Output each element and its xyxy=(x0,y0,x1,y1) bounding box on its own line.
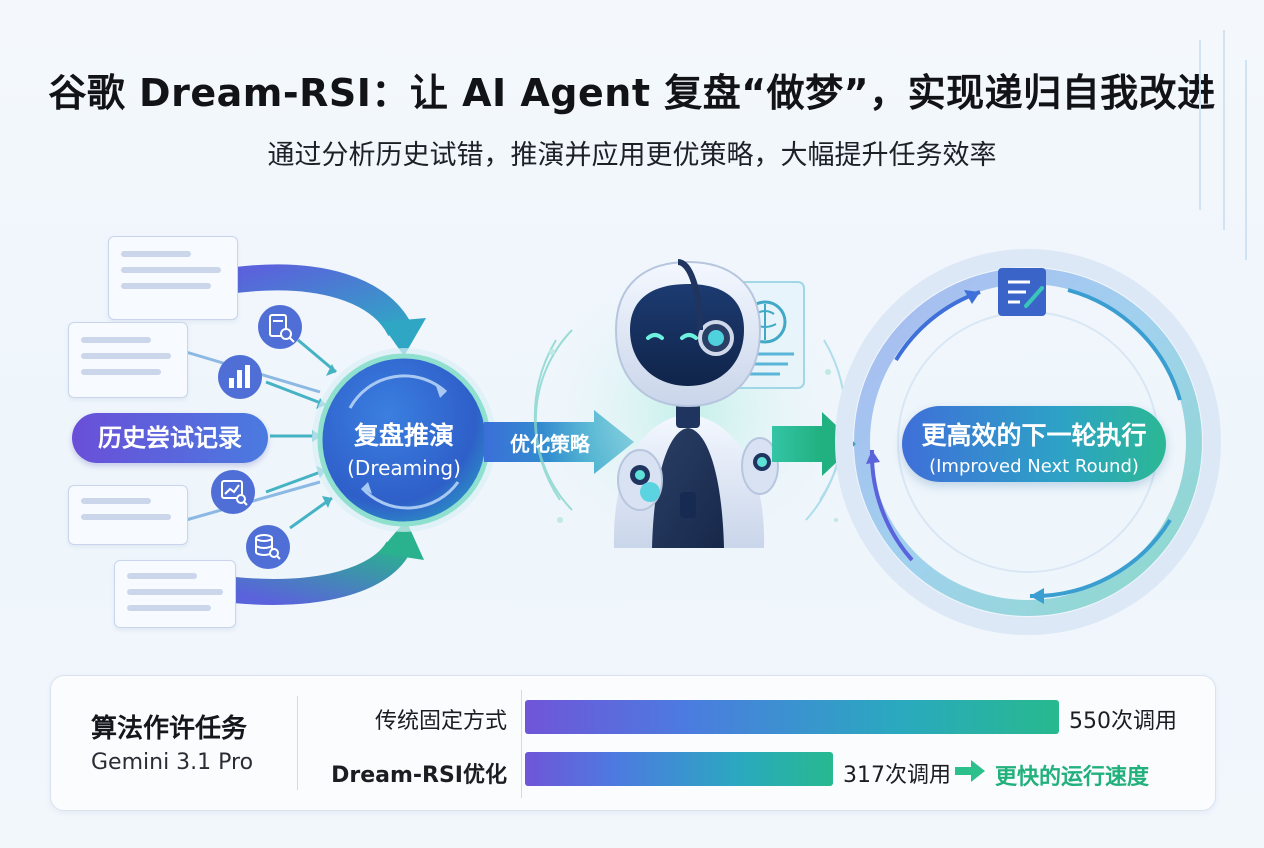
next-round-pill: 更高效的下一轮执行 (Improved Next Round) xyxy=(902,406,1166,482)
bar-chart-icon xyxy=(218,355,262,399)
bar-traditional xyxy=(525,700,1059,734)
value-traditional: 550次调用 xyxy=(1069,709,1177,734)
model-name: Gemini 3.1 Pro xyxy=(91,750,254,775)
value-dream-rsi: 317次调用 xyxy=(843,763,951,788)
page-title: 谷歌 Dream-RSI：让 AI Agent 复盘“做梦”，实现递归自我改进 xyxy=(48,71,1216,115)
row-label-dream-rsi: Dream-RSI优化 xyxy=(331,763,507,788)
dreaming-label: 复盘推演 (Dreaming) xyxy=(330,416,478,480)
history-card xyxy=(68,485,188,545)
page-subtitle: 通过分析历史试错，推演并应用更优策略，大幅提升任务效率 xyxy=(267,140,997,171)
optimize-strategy-label: 优化策略 xyxy=(510,432,590,456)
faster-label: 更快的运行速度 xyxy=(995,765,1150,790)
bar-dream-rsi xyxy=(525,752,833,786)
divider xyxy=(521,690,522,798)
dreaming-zh: 复盘推演 xyxy=(353,421,454,450)
search-document-icon xyxy=(258,305,302,349)
comparison-panel: 算法作许任务 Gemini 3.1 Pro 传统固定方式 550次调用 Drea… xyxy=(50,675,1216,811)
flow-diagram xyxy=(185,30,1247,635)
next-round-en: (Improved Next Round) xyxy=(929,456,1139,477)
chart-search-icon xyxy=(211,470,255,514)
history-card xyxy=(68,322,188,398)
history-card xyxy=(108,236,238,320)
dreaming-en: (Dreaming) xyxy=(347,456,461,480)
notepad-edit-icon xyxy=(998,268,1046,316)
robot xyxy=(613,259,779,548)
database-search-icon xyxy=(246,525,290,569)
history-card xyxy=(114,560,236,628)
history-attempts-label: 历史尝试记录 xyxy=(72,413,268,463)
row-label-traditional: 传统固定方式 xyxy=(374,709,507,734)
divider xyxy=(297,696,298,790)
next-round-zh: 更高效的下一轮执行 xyxy=(921,421,1147,450)
faster-arrow-icon xyxy=(955,760,985,782)
task-name: 算法作许任务 xyxy=(91,714,248,744)
